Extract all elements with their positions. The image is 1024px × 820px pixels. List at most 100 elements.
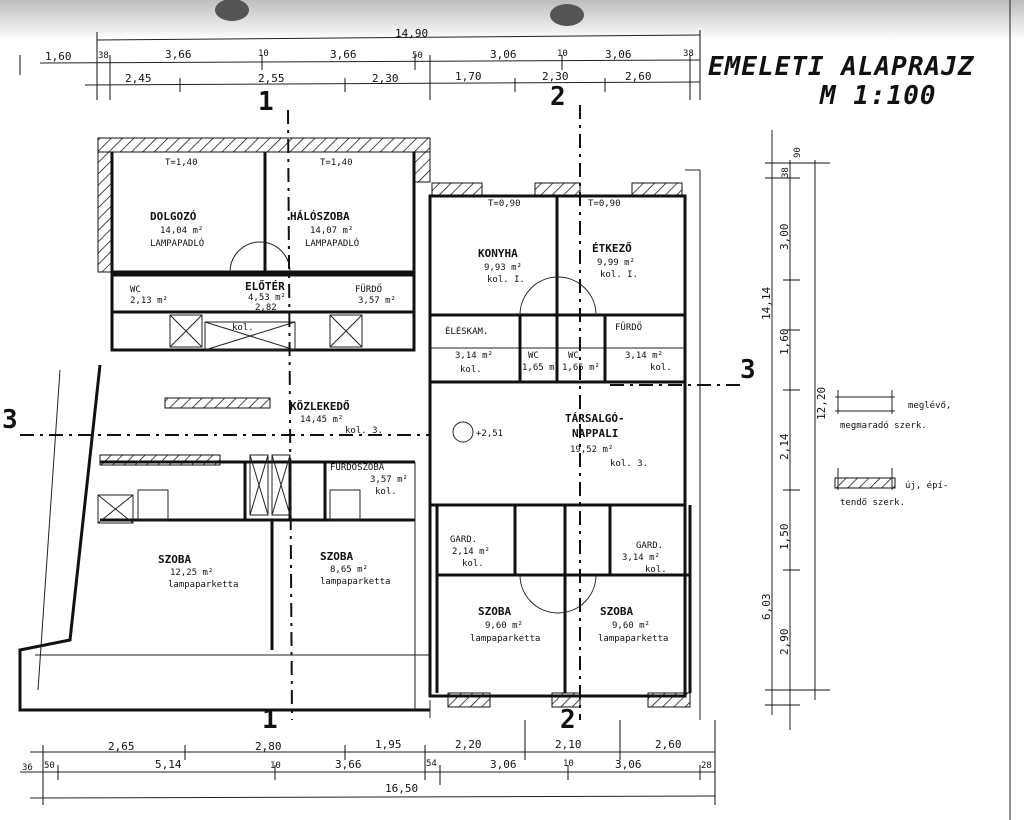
room-area: 3,14 m²: [625, 351, 663, 361]
room-name: NAPPALI: [572, 427, 618, 440]
punch-hole: [550, 4, 584, 26]
room-name: SZOBA: [320, 550, 353, 563]
punch-hole: [215, 0, 249, 21]
dims-bottom-row1: 2,65 2,80 1,95 2,20 2,10 2,60: [108, 738, 682, 753]
room-wc-2: WC 1,65 m²: [562, 351, 600, 373]
room-floor: lampaparketta: [598, 634, 668, 644]
dim-label: 2,30: [372, 72, 399, 85]
room-floor: kol.: [460, 365, 482, 375]
dims-bottom-row2: 36 50 5,14 10 3,66 54 3,06 10 3,06 28: [22, 758, 712, 773]
top-dimensions: [19, 30, 701, 100]
dim-label: 2,14: [778, 433, 791, 460]
room-floor: LAMPAPADLÓ: [305, 237, 359, 249]
room-floor: lampaparketta: [320, 577, 390, 587]
legend-new-wall: új, épí- tendő szerk.: [834, 468, 948, 508]
section-marker-1-bottom: 1: [262, 705, 278, 735]
section-marker-3-right: 3: [740, 355, 756, 385]
room-name: GARD.: [636, 541, 663, 551]
dim-label: 2,90: [778, 629, 791, 656]
room-eleskamra: ÉLÉSKAM. 3,14 m² kol.: [445, 325, 493, 375]
room-name: ÉLÉSKAM.: [445, 325, 488, 337]
room-area: 4,53 m²: [248, 293, 286, 303]
room-name: KONYHA: [478, 247, 518, 260]
dim-label: 28: [701, 761, 712, 771]
section-marker-2-bottom: 2: [560, 705, 576, 735]
room-name: SZOBA: [158, 553, 191, 566]
room-area: 3,14 m²: [455, 351, 493, 361]
dim-label: 14,14: [760, 287, 773, 320]
dim-label: 3,06: [615, 758, 642, 771]
dim-label: 3,06: [605, 48, 632, 61]
dim-label: 2,55: [258, 72, 285, 85]
room-name: GARD.: [450, 535, 477, 545]
room-szoba-4: SZOBA 8,65 m² lampaparketta: [320, 550, 390, 587]
room-area: 14,07 m²: [310, 226, 353, 236]
room-area: 9,99 m²: [597, 258, 635, 268]
dim-label: 6,03: [760, 594, 773, 621]
room-area: 3,57 m²: [370, 475, 408, 485]
section-lines: [20, 105, 740, 721]
dim-label: 38: [98, 51, 109, 61]
room-area: 3,57 m²: [358, 296, 396, 306]
room-halo: T=1,40 HÁLÓSZOBA 14,07 m² LAMPAPADLÓ: [290, 158, 359, 249]
dim-label: 1,70: [455, 70, 482, 83]
level-mark: +2,51: [476, 429, 503, 439]
room-eloter: ELŐTÉR 4,53 m² 2,82: [245, 279, 286, 313]
section-marker-2-top: 2: [550, 82, 566, 112]
dim-label: 50: [44, 761, 55, 771]
dim-label: 3,66: [335, 758, 362, 771]
dim-label: 2,65: [108, 740, 135, 753]
dim-label: 10: [563, 759, 574, 769]
room-floor: lampaparketta: [470, 634, 540, 644]
legend-label: tendő szerk.: [840, 498, 905, 508]
room-furdo: FÜRDŐ 3,14 m² kol.: [615, 322, 672, 373]
room-area: 1,65 m²: [522, 363, 560, 373]
room-dolgozo: T=1,40 DOLGOZÓ 14,04 m² LAMPAPADLÓ: [150, 158, 204, 249]
dim-label: 1,60: [45, 50, 72, 63]
room-height: T=0,90: [588, 199, 621, 209]
dim-label: 10: [557, 49, 568, 59]
dim-label: 2,45: [125, 72, 152, 85]
dim-label: 1,60: [778, 329, 791, 356]
dims-top-row2: 1,60 38 3,66 10 3,66 50 3,06 10 3,06 38: [45, 48, 694, 63]
room-floor: kol. 3.: [345, 426, 383, 436]
dim-label: 10: [258, 49, 269, 59]
room-area: 2,13 m²: [130, 296, 168, 306]
dim-label: 3,06: [490, 758, 517, 771]
dim-label: 38: [683, 49, 694, 59]
dim-label: 36: [22, 763, 33, 773]
room-name: FÜRDŐ: [355, 284, 382, 295]
room-area: 14,04 m²: [160, 226, 203, 236]
room-area: 9,60 m²: [612, 621, 650, 631]
room-area: 19,52 m²: [570, 445, 613, 455]
room-konyha: T=0,90 KONYHA 9,93 m² kol. I.: [478, 199, 525, 285]
room-wc-1: WC 1,65 m²: [522, 351, 560, 373]
dim-label: 10: [270, 761, 281, 771]
dim-label: 38: [781, 167, 791, 178]
room-floor: kol. 3.: [610, 459, 648, 469]
dim-label: 2,82: [255, 303, 277, 313]
room-furdoszoba: FÜRDŐSZOBA 3,57 m² kol.: [330, 462, 408, 497]
dim-label: 3,06: [490, 48, 517, 61]
room-name: FÜRDŐSZOBA: [330, 462, 385, 473]
room-name: WC: [130, 285, 141, 295]
room-name: TÁRSALGÓ-: [565, 412, 625, 425]
room-wc-left: WC 2,13 m²: [130, 285, 168, 306]
room-floor: kol.: [650, 363, 672, 373]
room-name: SZOBA: [478, 605, 511, 618]
room-kozlekedo: KÖZLEKEDŐ 14,45 m² kol. 3.: [290, 399, 383, 436]
section-marker-1-top: 1: [258, 87, 274, 117]
legend-existing-wall: meglévő, megmaradó szerk.: [835, 390, 951, 431]
bottom-dimensions: [20, 720, 716, 805]
room-name: KÖZLEKEDŐ: [290, 399, 350, 413]
room-name: ÉTKEZŐ: [592, 241, 632, 255]
room-gard-1: GARD. 2,14 m² kol.: [450, 535, 490, 569]
room-name: HÁLÓSZOBA: [290, 210, 350, 223]
room-area: 3,14 m²: [622, 553, 660, 563]
dim-label: 50: [412, 51, 423, 61]
dim-label: 2,80: [255, 740, 282, 753]
dim-label: 3,66: [330, 48, 357, 61]
drawing-title: EMELETI ALAPRAJZ: [708, 52, 975, 82]
room-nappali: TÁRSALGÓ- NAPPALI 19,52 m² kol. 3. +2,51: [476, 412, 648, 469]
